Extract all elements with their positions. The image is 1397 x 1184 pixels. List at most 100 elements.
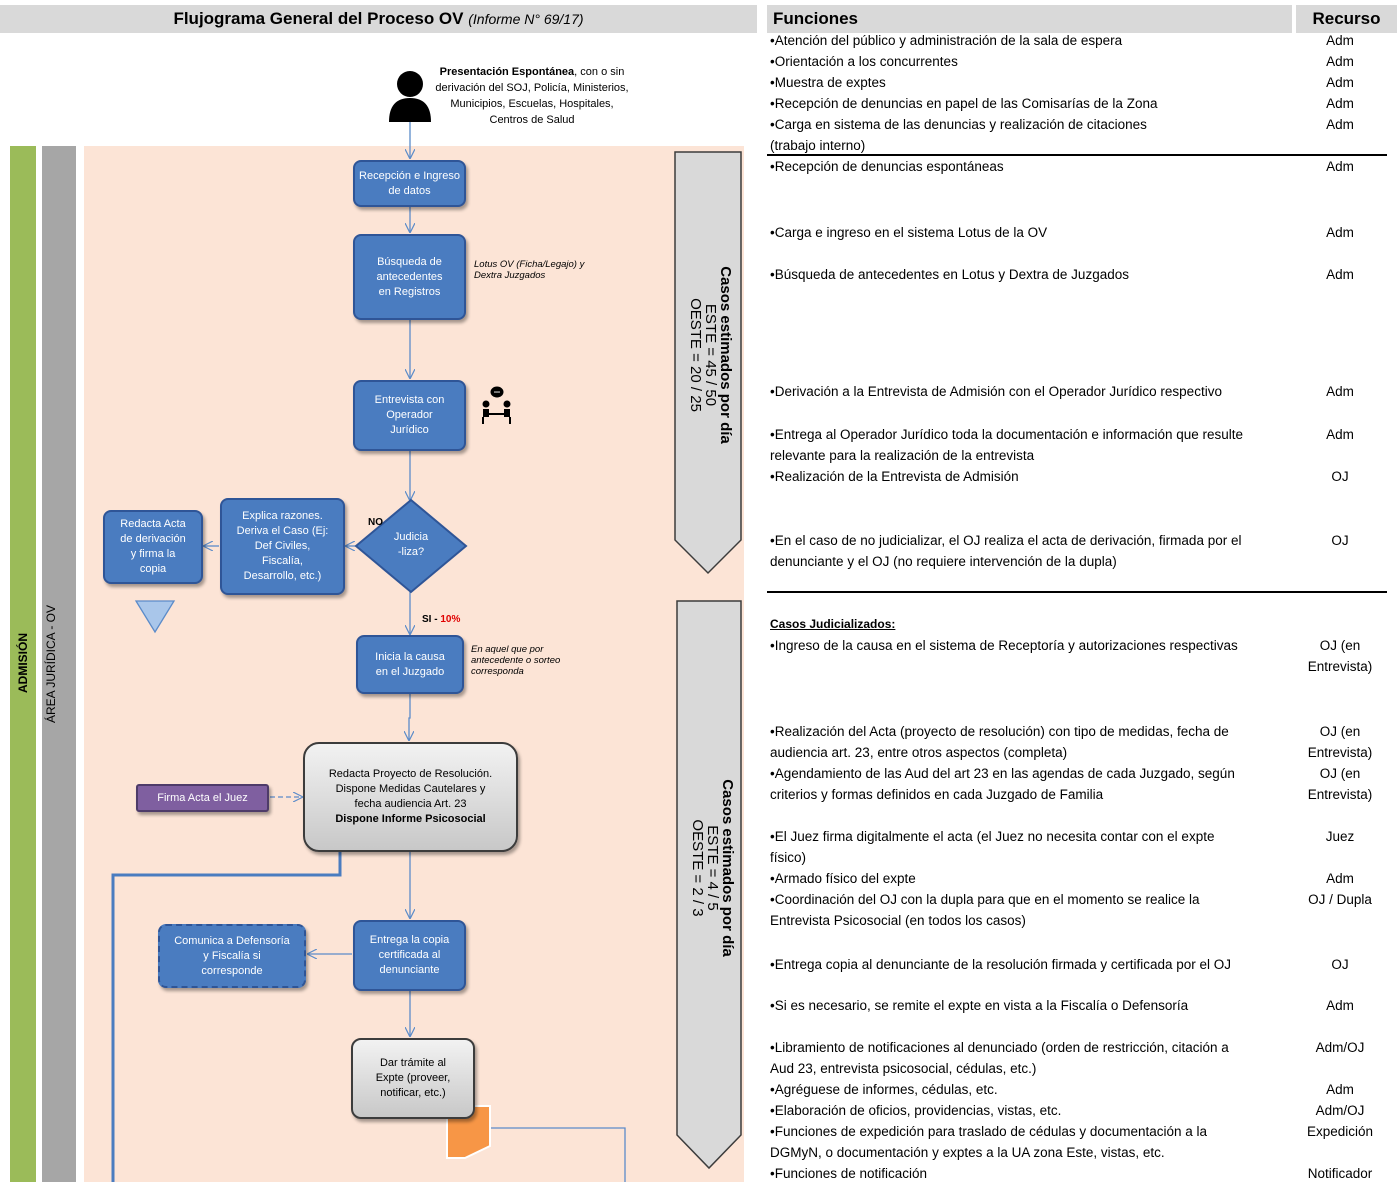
interview-people-icon (482, 386, 511, 424)
function-resource: Adm (1326, 33, 1354, 48)
node-proyecto[interactable]: Redacta Proyecto de Resolución. Dispone … (303, 742, 518, 852)
function-resource: OJ / Dupla (1308, 892, 1372, 907)
node-firma[interactable]: Firma Acta el Juez (136, 784, 269, 812)
function-resource: Adm (1326, 96, 1354, 111)
function-text-continued: físico) (770, 850, 807, 865)
function-text: •Derivación a la Entrevista de Admisión … (770, 384, 1222, 399)
estimate-text-2: Casos estimados por día ESTE = 4 / 5 OES… (685, 728, 736, 1008)
label-si-text: SI - (422, 614, 441, 625)
estimate-arrow-2 (676, 600, 742, 1170)
diagram-subtitle: (Informe N° 69/17) (468, 11, 584, 27)
estimate-2-oeste: OESTE = 2 / 3 (689, 819, 706, 917)
function-text: •Búsqueda de antecedentes en Lotus y Dex… (770, 267, 1129, 282)
function-resource: Adm (1326, 54, 1354, 69)
node-judicializa[interactable]: Judicia -liza? (393, 531, 429, 558)
estimate-2-title: Casos estimados por día (719, 779, 736, 957)
function-resource: Adm (1326, 427, 1354, 442)
function-text-continued: denunciante y el OJ (no requiere interve… (770, 554, 1117, 569)
note-aquel: En aquel que por antecedente o sorteo co… (471, 644, 561, 677)
section-divider-1 (767, 154, 1387, 156)
function-resource: Adm (1326, 1082, 1354, 1097)
node-comunica[interactable]: Comunica a Defensoría y Fiscalía si corr… (158, 924, 306, 988)
function-resource: OJ (1331, 469, 1349, 484)
function-text: •Entrega al Operador Jurídico toda la do… (770, 427, 1244, 442)
function-text: •Realización de la Entrevista de Admisió… (770, 469, 1019, 484)
estimate-1-oeste: OESTE = 20 / 25 (687, 298, 704, 412)
function-resource: Adm (1326, 998, 1354, 1013)
function-resource: Expedición (1306, 1124, 1374, 1139)
document-icon (446, 1105, 491, 1159)
function-text: •Agréguese de informes, cédulas, etc. (770, 1082, 998, 1097)
function-resource-continued: Entrevista) (1307, 745, 1373, 760)
function-text: •Elaboración de oficios, providencias, v… (770, 1103, 1062, 1118)
function-resource: Juez (1325, 829, 1355, 844)
node-entrega[interactable]: Entrega la copia certificada al denuncia… (353, 920, 466, 991)
function-text-continued: (trabajo interno) (770, 138, 866, 153)
function-resource: Adm (1326, 871, 1354, 886)
note-lotus: Lotus OV (Ficha/Legajo) y Dextra Juzgado… (474, 259, 585, 281)
function-text-continued: Aud 23, entrevista psicosocial, cédulas,… (770, 1061, 1037, 1076)
function-text-continued: relevante para la realización de la entr… (770, 448, 1035, 463)
function-resource: Adm (1326, 75, 1354, 90)
function-text-continued: DGMyN, o documentación y exptes a la UA … (770, 1145, 1165, 1160)
function-text: •Si es necesario, se remite el expte en … (770, 998, 1189, 1013)
function-text: •En el caso de no judicializar, el OJ re… (770, 533, 1242, 548)
node-explica[interactable]: Explica razones. Deriva el Caso (Ej: Def… (220, 498, 345, 595)
judicializados-label: Casos Judicializados: (770, 617, 896, 631)
function-text: •El Juez firma digitalmente el acta (el … (770, 829, 1215, 844)
function-text: •Carga e ingreso en el sistema Lotus de … (770, 225, 1048, 240)
node-inicia[interactable]: Inicia la causa en el Juzgado (356, 635, 464, 694)
function-resource: Adm (1326, 384, 1354, 399)
function-text-continued: Entrevista Psicosocial (en todos los cas… (770, 913, 1026, 928)
node-tramite[interactable]: Dar trámite al Expte (proveer, notificar… (351, 1038, 475, 1119)
function-text: •Funciones de notificación (770, 1166, 928, 1181)
lane-area-juridica (42, 146, 76, 1182)
function-resource: OJ (1331, 957, 1349, 972)
resource-header: Recurso (1296, 5, 1397, 33)
function-resource-continued: Entrevista) (1307, 787, 1373, 802)
function-text: •Carga en sistema de las denuncias y rea… (770, 117, 1147, 132)
estimate-1-title: Casos estimados por día (717, 266, 734, 444)
function-text: •Funciones de expedición para traslado d… (770, 1124, 1208, 1139)
function-text: •Coordinación del OJ con la dupla para q… (770, 892, 1200, 907)
label-si-pct: 10% (440, 614, 461, 625)
function-text: •Muestra de exptes (770, 75, 886, 90)
lane-admision (10, 146, 36, 1182)
function-resource: Adm/OJ (1315, 1040, 1365, 1055)
function-text: •Agendamiento de las Aud del art 23 en l… (770, 766, 1235, 781)
start-description: Presentación Espontánea, con o sin deriv… (430, 64, 634, 128)
estimate-2-este: ESTE = 4 / 5 (704, 825, 721, 911)
function-text: •Armado físico del expte (770, 871, 916, 886)
functions-header-label: Funciones (773, 9, 859, 28)
function-text-continued: audiencia art. 23, entre otros aspectos … (770, 745, 1068, 760)
function-text: •Realización del Acta (proyecto de resol… (770, 724, 1229, 739)
function-resource: Adm (1326, 225, 1354, 240)
node-proyecto-text: Redacta Proyecto de Resolución. Dispone … (328, 768, 493, 810)
function-resource: Notificador (1307, 1166, 1373, 1181)
node-redacta-acta[interactable]: Redacta Acta de derivación y firma la co… (103, 510, 203, 584)
estimate-arrow-1 (674, 151, 742, 575)
function-text: •Atención del público y administración d… (770, 33, 1123, 48)
estimate-text-1: Casos estimados por día ESTE = 45 / 50 O… (683, 215, 734, 495)
function-resource: OJ (en (1319, 638, 1361, 653)
node-entrevista[interactable]: Entrevista con Operador Jurídico (353, 380, 466, 451)
function-text: •Recepción de denuncias espontáneas (770, 159, 1004, 174)
node-recepcion[interactable]: Recepción e Ingreso de datos (353, 160, 466, 207)
function-resource: OJ (1331, 533, 1349, 548)
function-resource: Adm (1326, 117, 1354, 132)
offpage-connector (134, 600, 176, 634)
function-text: •Recepción de denuncias en papel de las … (770, 96, 1158, 111)
node-proyecto-bold: Dispone Informe Psicosocial (335, 813, 486, 825)
function-text-continued: criterios y formas definidos en cada Juz… (770, 787, 1104, 802)
label-no: NO (368, 517, 383, 528)
estimate-1-este: ESTE = 45 / 50 (702, 303, 719, 407)
function-text: •Orientación a los concurrentes (770, 54, 958, 69)
section-divider-2 (767, 591, 1387, 593)
diagram-header: Flujograma General del Proceso OV (Infor… (0, 5, 757, 33)
decision-diamond (354, 498, 468, 594)
node-busqueda[interactable]: Búsqueda de antecedentes en Registros (353, 234, 466, 320)
function-resource: Adm (1326, 159, 1354, 174)
resource-header-label: Recurso (1312, 9, 1381, 28)
functions-header: Funciones (767, 5, 1292, 33)
function-text: •Entrega copia al denunciante de la reso… (770, 957, 1231, 972)
